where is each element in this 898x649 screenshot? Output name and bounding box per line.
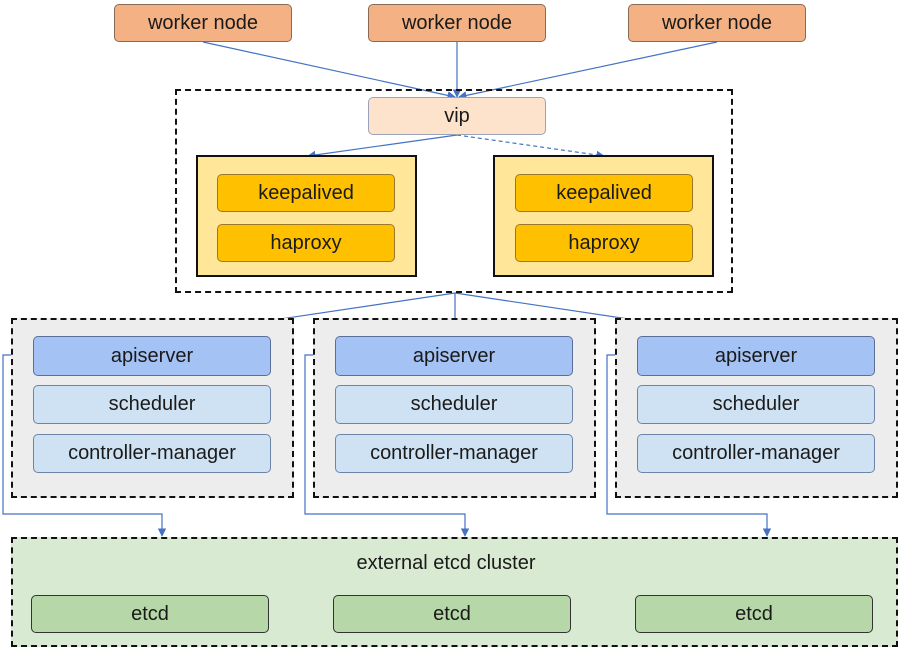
worker-node-3: worker node <box>628 4 806 42</box>
arrow-vip-lb2 <box>456 134 605 160</box>
haproxy-node-1: haproxy <box>217 224 395 262</box>
worker-node-1: worker node <box>114 4 292 42</box>
scheduler-node-2: scheduler <box>335 385 573 424</box>
load-balancer-container <box>175 89 733 293</box>
etcd-node-2: etcd <box>333 595 571 633</box>
haproxy-node-2: haproxy <box>515 224 693 262</box>
apiserver-node-3: apiserver <box>637 336 875 376</box>
keepalived-node-1: keepalived <box>217 174 395 212</box>
arrow-vip-lb1 <box>307 134 458 160</box>
arrow-worker3-vip <box>458 41 718 100</box>
worker-node-2: worker node <box>368 4 546 42</box>
controller-manager-node-1: controller-manager <box>33 434 271 473</box>
etcd-node-1: etcd <box>31 595 269 633</box>
scheduler-node-1: scheduler <box>33 385 271 424</box>
scheduler-node-3: scheduler <box>637 385 875 424</box>
controller-manager-node-3: controller-manager <box>637 434 875 473</box>
apiserver-node-2: apiserver <box>335 336 573 376</box>
etcd-cluster-title: external etcd cluster <box>356 551 536 574</box>
controller-manager-node-2: controller-manager <box>335 434 573 473</box>
etcd-node-3: etcd <box>635 595 873 633</box>
apiserver-node-1: apiserver <box>33 336 271 376</box>
keepalived-node-2: keepalived <box>515 174 693 212</box>
vip-node: vip <box>368 97 546 135</box>
arrow-worker1-vip <box>202 41 456 100</box>
